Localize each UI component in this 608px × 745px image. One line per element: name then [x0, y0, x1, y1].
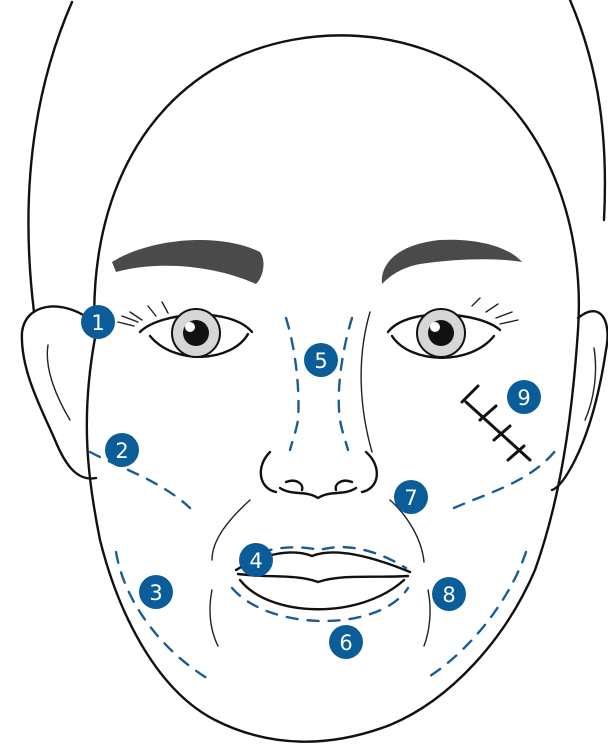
right-eyebrow — [382, 240, 522, 284]
marker-3-label: 3 — [149, 581, 162, 605]
marker-2-label: 2 — [115, 439, 128, 463]
left-eye — [118, 302, 252, 357]
marker-8-label: 8 — [442, 583, 455, 607]
marker-3: 3 — [139, 575, 173, 609]
marker-6: 6 — [329, 625, 363, 659]
marker-7: 7 — [394, 480, 428, 514]
right-ear — [552, 311, 608, 490]
marker-2: 2 — [105, 433, 139, 467]
marker-4-label: 4 — [249, 549, 262, 573]
nose-base — [280, 488, 356, 498]
marker-4: 4 — [239, 543, 273, 577]
zone-5-right-dash — [339, 318, 352, 450]
marker-9: 9 — [507, 380, 541, 414]
hair-right — [570, 0, 605, 220]
left-nostril — [286, 481, 302, 490]
nose-tip — [261, 452, 377, 492]
marker-9-label: 9 — [517, 386, 530, 410]
marker-1: 1 — [81, 305, 115, 339]
marker-1-label: 1 — [91, 311, 104, 335]
zone-3-dash — [116, 552, 210, 680]
zone-7-dash — [454, 450, 556, 508]
right-eye — [388, 298, 518, 358]
left-jowl — [210, 590, 218, 646]
marker-8: 8 — [432, 577, 466, 611]
marker-5: 5 — [304, 343, 338, 377]
zone-6-dash — [232, 588, 408, 621]
hair-left — [28, 2, 72, 312]
right-jowl — [424, 590, 430, 646]
lower-lip — [240, 580, 404, 609]
zone-5-left-dash — [286, 318, 299, 450]
left-eyebrow — [112, 240, 263, 284]
marker-5-label: 5 — [314, 349, 327, 373]
marker-6-label: 6 — [339, 631, 352, 655]
left-ear-inner — [47, 345, 70, 420]
right-nostril — [336, 481, 352, 490]
marker-7-label: 7 — [404, 486, 417, 510]
nose-bridge-right — [361, 312, 372, 452]
zone-2-dash — [90, 452, 190, 508]
